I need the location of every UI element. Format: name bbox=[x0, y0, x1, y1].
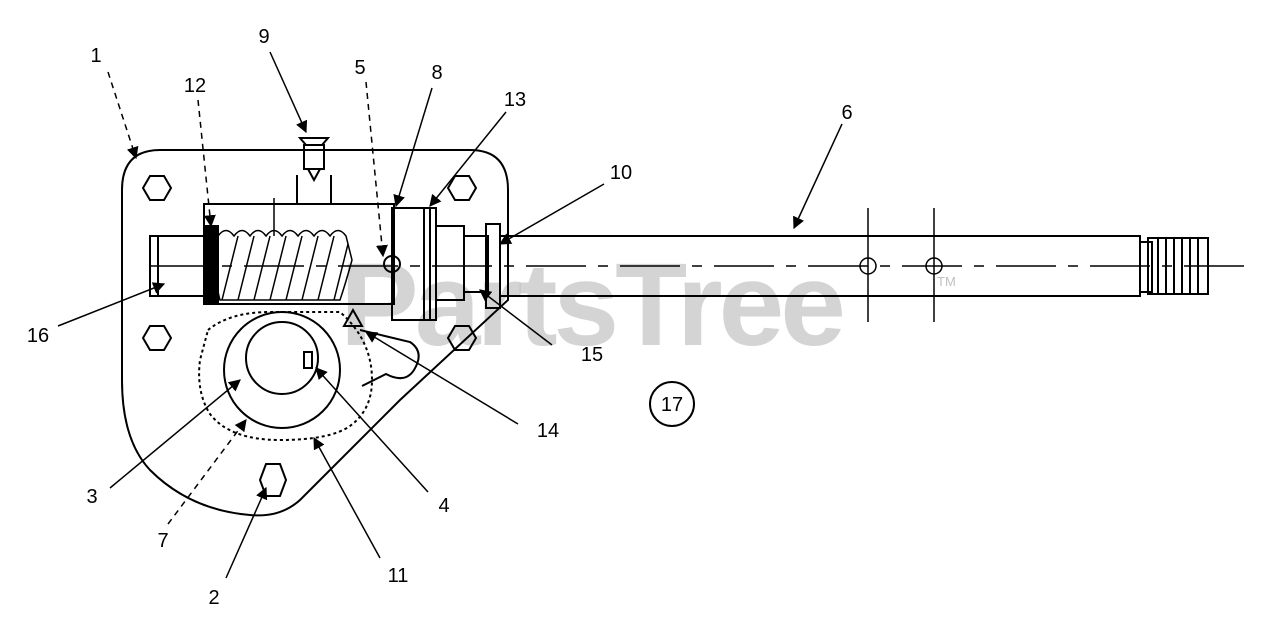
bearing-collar bbox=[391, 207, 501, 321]
leader-lines bbox=[57, 51, 843, 579]
callout-3: 3 bbox=[86, 486, 98, 508]
callout-9: 9 bbox=[258, 26, 270, 48]
callout-16: 16 bbox=[26, 325, 50, 347]
left-end bbox=[149, 225, 219, 305]
callout-7: 7 bbox=[157, 530, 169, 552]
callout-11: 11 bbox=[387, 565, 409, 587]
worm-gear bbox=[215, 229, 353, 301]
callout-1: 1 bbox=[90, 45, 102, 67]
bolt-holes bbox=[141, 175, 478, 497]
callout-4: 4 bbox=[438, 495, 450, 517]
sector-gear bbox=[198, 311, 374, 442]
housing-plate bbox=[121, 149, 509, 517]
callout-5: 5 bbox=[354, 57, 366, 79]
callout-15: 15 bbox=[580, 344, 604, 366]
callout-2: 2 bbox=[208, 587, 220, 609]
callout-6: 6 bbox=[841, 102, 853, 124]
callout-17: 17 bbox=[660, 394, 684, 416]
callout-8: 8 bbox=[431, 62, 443, 84]
item-17-circle bbox=[649, 381, 695, 427]
worm-housing bbox=[203, 203, 395, 305]
callout-10: 10 bbox=[609, 162, 633, 184]
grease-fitting bbox=[296, 137, 332, 205]
callout-14: 14 bbox=[536, 420, 560, 442]
spring-clip bbox=[342, 307, 420, 387]
shaft-cross-holes bbox=[859, 208, 943, 322]
callout-12: 12 bbox=[183, 75, 207, 97]
watermark-trademark: TM bbox=[937, 274, 956, 289]
callout-13: 13 bbox=[503, 89, 527, 111]
